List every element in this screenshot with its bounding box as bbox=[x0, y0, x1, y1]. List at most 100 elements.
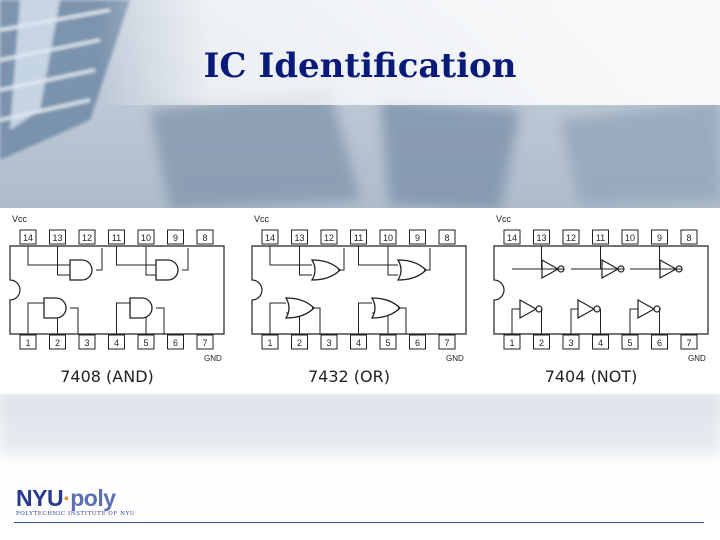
logo-brand-right: poly bbox=[70, 485, 116, 511]
pin-number: 14 bbox=[507, 233, 517, 243]
pin-box bbox=[137, 229, 155, 245]
pin-box bbox=[533, 229, 550, 245]
vcc-label: Vcc bbox=[12, 214, 28, 224]
pin-box bbox=[261, 334, 279, 350]
chip-label: 7432 (OR) bbox=[308, 367, 390, 386]
pin-box bbox=[291, 229, 308, 245]
pin-box bbox=[409, 334, 426, 350]
pin-number: 4 bbox=[356, 338, 361, 348]
pin-number: 11 bbox=[354, 233, 363, 243]
pin-box bbox=[19, 334, 37, 350]
pin-number: 13 bbox=[52, 233, 62, 243]
pin-box bbox=[78, 229, 96, 245]
pin-box bbox=[350, 229, 367, 245]
pin-number: 10 bbox=[625, 233, 635, 243]
pin-box bbox=[261, 229, 279, 245]
gate-wire bbox=[358, 302, 372, 334]
pin-number: 2 bbox=[55, 338, 60, 348]
pin-number: 2 bbox=[539, 338, 544, 348]
pin-number: 5 bbox=[385, 338, 390, 348]
pin-box bbox=[438, 229, 456, 245]
pin-number: 14 bbox=[265, 233, 275, 243]
gate-wire bbox=[424, 248, 431, 271]
pin-box bbox=[651, 334, 668, 350]
pin-number: 1 bbox=[267, 338, 272, 348]
pin-box bbox=[680, 229, 698, 245]
pin-box bbox=[592, 334, 609, 350]
pin-number: 1 bbox=[25, 338, 30, 348]
pin-number: 1 bbox=[509, 338, 514, 348]
logo-wordmark: NYU·poly bbox=[16, 486, 135, 510]
pin-box bbox=[533, 334, 550, 350]
pin-number: 8 bbox=[444, 233, 449, 243]
pin-number: 12 bbox=[82, 233, 92, 243]
pin-box bbox=[438, 334, 456, 350]
pin-box bbox=[320, 229, 338, 245]
gate-wire bbox=[70, 307, 79, 334]
pin-number: 6 bbox=[657, 338, 662, 348]
pin-number: 13 bbox=[294, 233, 304, 243]
gate-wire bbox=[116, 246, 156, 266]
gate-wire bbox=[182, 248, 189, 271]
chip-label: 7408 (AND) bbox=[60, 367, 154, 386]
pin-box bbox=[621, 229, 639, 245]
or-gate bbox=[396, 259, 427, 281]
and-gate bbox=[155, 259, 179, 281]
pin-box bbox=[562, 229, 580, 245]
pin-box bbox=[108, 334, 125, 350]
vcc-label: Vcc bbox=[496, 214, 512, 224]
pin-number: 3 bbox=[568, 338, 573, 348]
gate-wire bbox=[96, 248, 103, 271]
gate-wire bbox=[312, 307, 321, 334]
gate-wire bbox=[659, 308, 660, 334]
pin-box bbox=[49, 229, 66, 245]
pin-number: 8 bbox=[202, 233, 207, 243]
gate-wire bbox=[358, 246, 398, 266]
gate-wire bbox=[57, 246, 70, 276]
gate-wire bbox=[299, 246, 312, 276]
pin-number: 11 bbox=[112, 233, 121, 243]
pin-number: 6 bbox=[173, 338, 178, 348]
pin-number: 3 bbox=[326, 338, 331, 348]
pin-box bbox=[196, 229, 214, 245]
chip-label: 7404 (NOT) bbox=[545, 367, 638, 386]
gnd-label: GND bbox=[446, 354, 464, 363]
pin-number: 6 bbox=[415, 338, 420, 348]
pin-box bbox=[621, 334, 639, 350]
nyu-poly-logo: NYU·poly POLYTECHNIC INSTITUTE OF NYU bbox=[16, 486, 135, 517]
gate-wire bbox=[27, 302, 44, 334]
pin-box bbox=[379, 334, 397, 350]
pin-number: 12 bbox=[324, 233, 334, 243]
gate-wire bbox=[387, 246, 398, 276]
gate-wire bbox=[269, 246, 312, 266]
pin-number: 4 bbox=[598, 338, 603, 348]
pin-box bbox=[291, 334, 308, 350]
pin-box bbox=[167, 229, 184, 245]
gnd-label: GND bbox=[204, 354, 222, 363]
gate-wire bbox=[27, 246, 70, 266]
pin-box bbox=[350, 334, 367, 350]
gate-wire bbox=[629, 308, 638, 334]
pin-box bbox=[78, 334, 96, 350]
pin-box bbox=[137, 334, 155, 350]
pin-number: 9 bbox=[415, 233, 420, 243]
pin-box bbox=[680, 334, 698, 350]
pin-box bbox=[167, 334, 184, 350]
pin-number: 7 bbox=[686, 338, 691, 348]
or-gate bbox=[284, 297, 315, 319]
gate-wire bbox=[156, 307, 165, 334]
logo-subtitle: POLYTECHNIC INSTITUTE OF NYU bbox=[16, 511, 136, 517]
and-gate bbox=[69, 259, 93, 281]
pin-number: 2 bbox=[297, 338, 302, 348]
pin-number: 10 bbox=[141, 233, 151, 243]
vcc-label: Vcc bbox=[254, 214, 270, 224]
or-gate bbox=[310, 259, 341, 281]
pin-box bbox=[108, 229, 125, 245]
logo-brand-dot: · bbox=[63, 485, 71, 511]
pin-number: 12 bbox=[566, 233, 576, 243]
pin-box bbox=[19, 229, 37, 245]
slide-title: IC Identification bbox=[203, 46, 517, 86]
